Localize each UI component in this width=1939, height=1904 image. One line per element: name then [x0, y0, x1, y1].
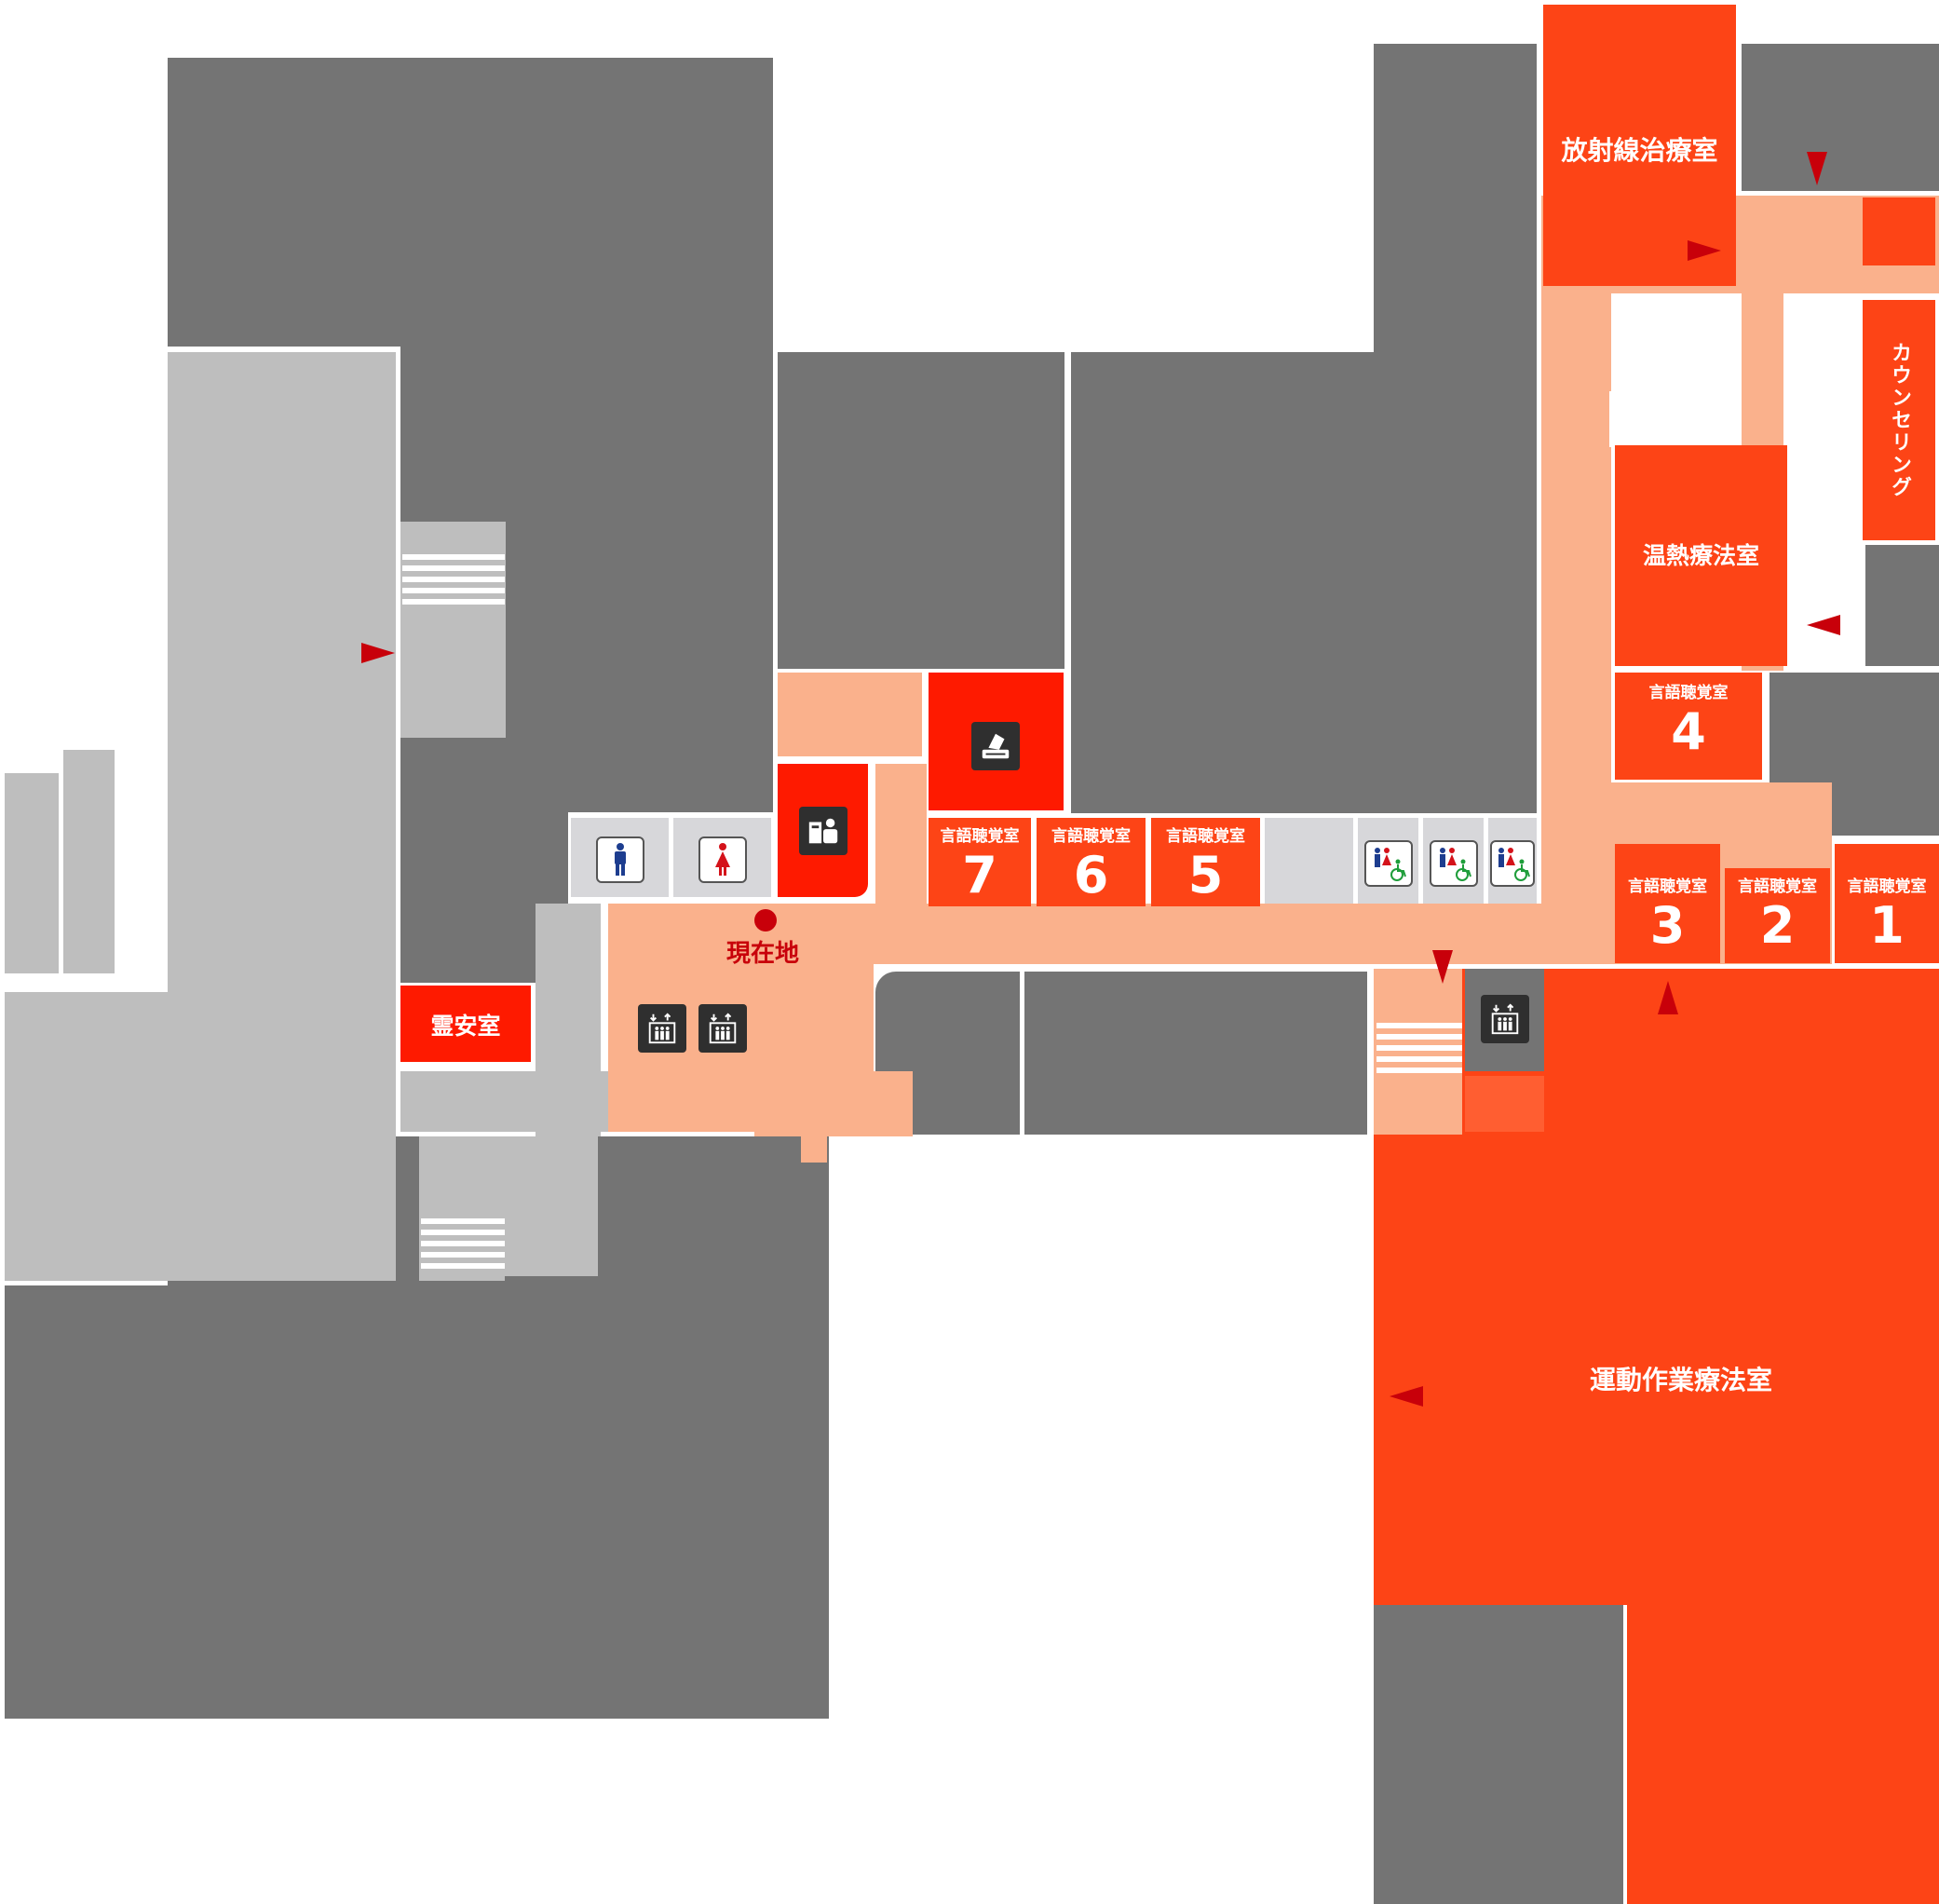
speech-room-1[interactable]: [1835, 844, 1939, 963]
area-top-left: [168, 58, 773, 347]
speech-room-title: 言語聴覚室: [940, 827, 1020, 846]
speech-room-7-label: 言語聴覚室 7: [929, 818, 1031, 918]
speech-room-4-label: 言語聴覚室 4: [1615, 673, 1762, 793]
stairs-left-upper: [402, 554, 505, 610]
mortuary-room-label: 霊安室: [430, 1013, 501, 1040]
rehab-room[interactable]: [1374, 969, 1939, 1605]
speech-room-number: 7: [962, 846, 997, 904]
speech-room-number: 6: [1073, 846, 1109, 904]
corridor-lobby-bottom: [754, 1071, 913, 1136]
area-top-right-small: [1742, 44, 1939, 191]
speech-room-5[interactable]: [1151, 818, 1260, 906]
stairs-left-lower: [421, 1218, 505, 1274]
thermo-room-label: 温熱療法室: [1642, 542, 1759, 569]
elevator-icon: [638, 1004, 686, 1053]
corridor-up-spine: [875, 764, 927, 904]
accessible-toilet-icon: [1364, 840, 1413, 887]
man-icon: [596, 836, 644, 883]
speech-room-title: 言語聴覚室: [1166, 827, 1245, 846]
speech-room-number: 5: [1187, 846, 1224, 904]
area-right-mid: [1865, 545, 1939, 666]
wall-right-b: [1788, 391, 1792, 447]
area-center-top: [1374, 44, 1537, 352]
speech-room-2[interactable]: [1725, 868, 1830, 963]
current-location-label: 現在地: [726, 940, 800, 968]
entrance-arrow-icon: [1432, 950, 1453, 984]
corridor-upper-left: [778, 673, 922, 756]
wall-right-a: [1609, 391, 1613, 447]
speech-room-1-label: 言語聴覚室 1: [1835, 866, 1939, 976]
speech-room-5-label: 言語聴覚室 5: [1151, 818, 1260, 918]
thermo-room[interactable]: [1615, 445, 1787, 666]
entrance-arrow-icon: [1807, 152, 1827, 185]
speech-room-4[interactable]: [1615, 673, 1762, 780]
speech-room-2-label: 言語聴覚室 2: [1725, 866, 1830, 976]
area-light-wide: [5, 992, 396, 1281]
speech-room-number: 1: [1869, 896, 1905, 955]
rehab-room-lower[interactable]: [1627, 1598, 1939, 1904]
speech-room-6[interactable]: [1037, 818, 1146, 906]
mortuary-room[interactable]: [400, 986, 531, 1062]
speech-room-number: 4: [1671, 702, 1706, 761]
speech-room-title: 言語聴覚室: [1051, 827, 1131, 846]
speech-room-title: 言語聴覚室: [1847, 877, 1927, 896]
area-bottom-left-mid: [601, 1136, 829, 1295]
small-room-top-right: [1863, 197, 1935, 265]
area-lower-b: [1024, 972, 1367, 1135]
elevator-icon: [698, 1004, 747, 1053]
radiation-room[interactable]: [1543, 5, 1736, 286]
radiation-room-label: 放射線治療室: [1561, 135, 1718, 166]
counseling-room[interactable]: [1863, 300, 1935, 540]
speech-room-title: 言語聴覚室: [1628, 877, 1707, 896]
printer-icon: [971, 722, 1020, 770]
corridor-nub: [801, 1132, 827, 1163]
stairs-right: [1376, 1023, 1462, 1079]
speech-room-title: 言語聴覚室: [1648, 684, 1729, 702]
rehab-room-label: 運動作業療法室: [1589, 1365, 1772, 1395]
vacant-room: [1265, 818, 1353, 906]
accessible-toilet-icon: [1490, 840, 1535, 887]
reception-icon: [799, 807, 847, 855]
area-light-cut: [400, 745, 508, 983]
entrance-arrow-icon: [1390, 1386, 1423, 1407]
woman-icon: [698, 836, 747, 883]
speech-room-7[interactable]: [929, 818, 1031, 906]
area-light-col: [536, 904, 601, 1136]
area-bottom-right: [1374, 1605, 1623, 1904]
speech-room-number: 2: [1759, 896, 1796, 955]
speech-room-number: 3: [1649, 896, 1686, 955]
counseling-room-label: カウンセリング: [1888, 342, 1911, 498]
elevator-icon: [1481, 995, 1529, 1043]
accessible-toilet-icon: [1430, 840, 1478, 887]
speech-room-6-label: 言語聴覚室 6: [1037, 818, 1146, 918]
entrance-arrow-icon: [1807, 615, 1840, 635]
area-center-a: [778, 352, 1064, 669]
area-bottom-left-ext: [5, 1285, 829, 1719]
speech-room-3-label: 言語聴覚室 3: [1615, 866, 1720, 976]
speech-room-3[interactable]: [1615, 844, 1720, 963]
area-center-b: [1071, 352, 1537, 813]
entrance-arrow-icon: [1688, 240, 1721, 261]
speech-room-title: 言語聴覚室: [1738, 877, 1817, 896]
area-light-far-b: [63, 750, 115, 973]
entrance-arrow-icon: [361, 643, 395, 663]
entrance-arrow-icon: [1658, 981, 1678, 1014]
rehab-small-room: [1465, 1076, 1544, 1132]
area-light-far-a: [5, 773, 59, 973]
current-location-marker: [754, 909, 777, 932]
rehab-stair-corridor: [1374, 969, 1462, 1135]
